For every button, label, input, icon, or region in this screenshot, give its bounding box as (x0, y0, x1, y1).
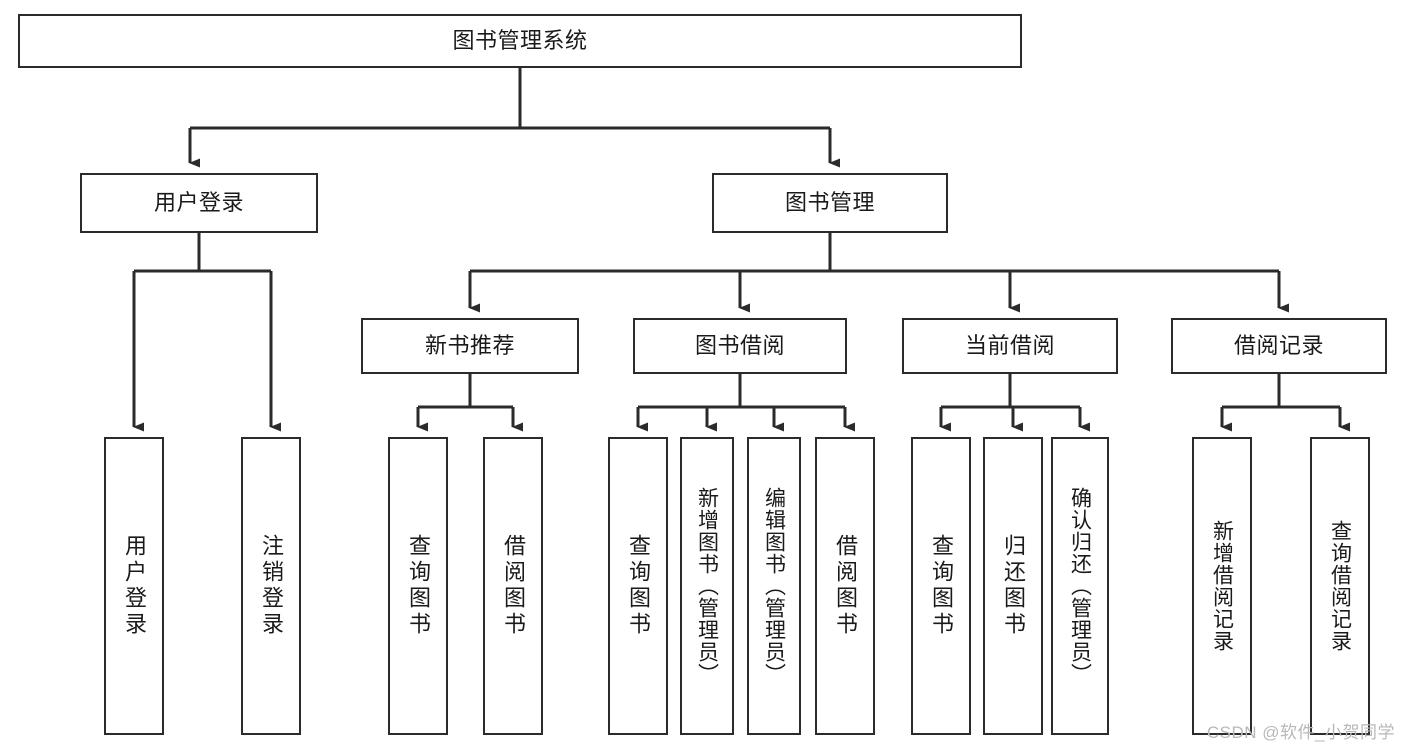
node-new-book-recommend[interactable]: 新书推荐 (361, 318, 579, 374)
node-user-login-label: 用户登录 (153, 190, 244, 216)
node-leaf-logout[interactable]: 注销登录 (241, 437, 301, 735)
node-borrow-record[interactable]: 借阅记录 (1171, 318, 1387, 374)
node-leaf-query-borrow-record[interactable]: 查询借阅记录 (1310, 437, 1370, 735)
node-leaf-borrow-book-recommend[interactable]: 借阅图书 (483, 437, 543, 735)
node-leaf-add-borrow-record[interactable]: 新增借阅记录 (1192, 437, 1252, 735)
node-leaf-user-login-label: 用户登录 (122, 534, 147, 638)
node-root-system[interactable]: 图书管理系统 (18, 14, 1022, 68)
node-book-borrow[interactable]: 图书借阅 (633, 318, 847, 374)
node-leaf-logout-label: 注销登录 (259, 534, 284, 638)
node-leaf-borrow-book-label: 借阅图书 (833, 534, 858, 638)
csdn-watermark: CSDN @软件_小贺同学 (1206, 723, 1395, 742)
node-leaf-query-book-borrow[interactable]: 查询图书 (608, 437, 668, 735)
node-leaf-user-login[interactable]: 用户登录 (104, 437, 164, 735)
node-leaf-borrow-book[interactable]: 借阅图书 (815, 437, 875, 735)
node-leaf-return-book-label: 归还图书 (1001, 534, 1026, 638)
node-book-manage-label: 图书管理 (784, 190, 875, 216)
node-leaf-borrow-book-recommend-label: 借阅图书 (501, 534, 526, 638)
node-book-borrow-label: 图书借阅 (694, 333, 785, 359)
node-leaf-query-book-current-label: 查询图书 (929, 534, 954, 638)
node-root-label: 图书管理系统 (452, 28, 588, 54)
node-borrow-record-label: 借阅记录 (1233, 333, 1324, 359)
node-user-login[interactable]: 用户登录 (80, 173, 318, 233)
node-leaf-query-borrow-record-label: 查询借阅记录 (1328, 520, 1352, 652)
node-leaf-query-book-recommend-label: 查询图书 (406, 534, 431, 638)
node-leaf-add-book-admin[interactable]: 新增图书（管理员） (680, 437, 734, 735)
node-leaf-return-book[interactable]: 归还图书 (983, 437, 1043, 735)
node-leaf-query-book-borrow-label: 查询图书 (626, 534, 651, 638)
node-leaf-query-book-current[interactable]: 查询图书 (911, 437, 971, 735)
node-leaf-query-book-recommend[interactable]: 查询图书 (388, 437, 448, 735)
node-leaf-confirm-return-admin[interactable]: 确认归还（管理员） (1051, 437, 1109, 735)
node-leaf-add-book-admin-label: 新增图书（管理员） (695, 487, 719, 685)
node-leaf-edit-book-admin[interactable]: 编辑图书（管理员） (747, 437, 801, 735)
node-leaf-confirm-return-admin-label: 确认归还（管理员） (1068, 487, 1092, 685)
node-book-manage[interactable]: 图书管理 (712, 173, 948, 233)
node-leaf-edit-book-admin-label: 编辑图书（管理员） (762, 487, 786, 685)
node-leaf-add-borrow-record-label: 新增借阅记录 (1210, 520, 1234, 652)
node-new-book-recommend-label: 新书推荐 (424, 333, 515, 359)
node-current-borrow-label: 当前借阅 (964, 333, 1055, 359)
node-current-borrow[interactable]: 当前借阅 (902, 318, 1118, 374)
